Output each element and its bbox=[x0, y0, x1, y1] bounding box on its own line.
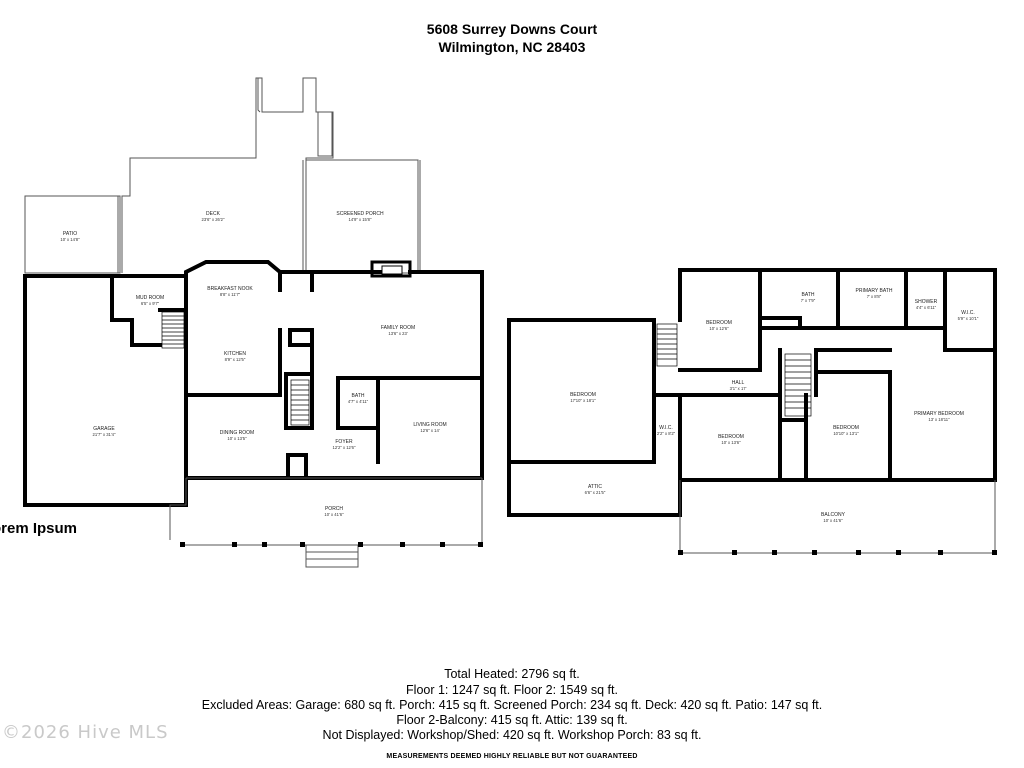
room-name: PRIMARY BEDROOM bbox=[914, 411, 964, 417]
lorem-text: orem Ipsum bbox=[0, 520, 78, 537]
room-name: BATH bbox=[352, 393, 365, 399]
total-heated: Total Heated: 2796 sq ft. bbox=[444, 667, 580, 681]
excluded-areas: Excluded Areas: Garage: 680 sq ft. Porch… bbox=[201, 698, 823, 712]
room-name: BALCONY bbox=[821, 512, 846, 518]
room-name: BEDROOM bbox=[833, 425, 859, 431]
room-dim: 14'9" x 15'8" bbox=[349, 217, 372, 222]
room-dim: 8'8" x 11'7" bbox=[220, 292, 241, 297]
room-name: KITCHEN bbox=[224, 351, 246, 357]
room-dim: 7' x 7'9" bbox=[801, 298, 816, 303]
room-name: BEDROOM bbox=[570, 392, 596, 398]
floor2-walls bbox=[507, 268, 997, 517]
room-dim: 12'2" x 12'6" bbox=[333, 445, 356, 450]
room-dim: 10'10" x 13'1" bbox=[833, 431, 859, 436]
room-name: SCREENED PORCH bbox=[336, 211, 384, 217]
not-displayed: Not Displayed: Workshop/Shed: 420 sq ft.… bbox=[322, 728, 702, 742]
room-dim: 4'7" x 4'11" bbox=[348, 399, 369, 404]
address-line-1: 5608 Surrey Downs Court bbox=[426, 21, 598, 37]
room-name: W.I.C. bbox=[961, 310, 975, 316]
room-name: ATTIC bbox=[588, 484, 602, 490]
room-dim: 23'6" x 26'2" bbox=[202, 217, 225, 222]
room-dim: 10' x 12'6" bbox=[709, 326, 729, 331]
room-dim: 10' x 14'8" bbox=[60, 237, 80, 242]
room-name: FOYER bbox=[335, 439, 353, 445]
floor1-porch bbox=[169, 477, 483, 568]
room-dim: 4'4" x 6'11" bbox=[916, 305, 937, 310]
room-dim: 10' x 41'6" bbox=[324, 512, 344, 517]
room-name: SHOWER bbox=[915, 299, 938, 305]
room-dim: 10' x 13'6" bbox=[721, 440, 741, 445]
room-name: PRIMARY BATH bbox=[856, 288, 893, 294]
watermark: ©2026 Hive MLS bbox=[2, 722, 169, 743]
room-dim: 17'10" x 18'1" bbox=[570, 398, 596, 403]
floor1-stairs bbox=[161, 311, 310, 426]
room-dim: 5'9" x 10'1" bbox=[958, 316, 979, 321]
room-name: DINING ROOM bbox=[220, 430, 254, 436]
room-name: PORCH bbox=[325, 506, 343, 512]
room-name: GARAGE bbox=[93, 426, 115, 432]
floor1-outdoor-outlines bbox=[24, 77, 421, 274]
room-name: MUD ROOM bbox=[136, 295, 164, 301]
room-name: FAMILY ROOM bbox=[381, 325, 415, 331]
address-line-2: Wilmington, NC 28403 bbox=[438, 39, 586, 55]
room-dim: 10' x 41'6" bbox=[823, 518, 843, 523]
room-dim: 6'6" x 21'5" bbox=[585, 490, 606, 495]
disclaimer: MEASUREMENTS DEEMED HIGHLY RELIABLE BUT … bbox=[386, 753, 638, 760]
floor1-walls bbox=[23, 260, 484, 507]
floor1-labels: PATIO 10' x 14'8" DECK 23'6" x 26'2" SCR… bbox=[60, 211, 446, 517]
room-dim: 21'7" x 31'4" bbox=[93, 432, 116, 437]
floor2-labels: BEDROOM 10' x 12'6" BATH 7' x 7'9" PRIMA… bbox=[570, 288, 979, 523]
room-name: W.I.C. bbox=[659, 425, 673, 431]
room-name: BEDROOM bbox=[718, 434, 744, 440]
room-dim: 13'6" x 23' bbox=[388, 331, 407, 336]
room-name: BEDROOM bbox=[706, 320, 732, 326]
room-dim: 10' x 13'5" bbox=[227, 436, 247, 441]
room-name: PATIO bbox=[63, 231, 77, 237]
floor2-stairs bbox=[656, 323, 812, 417]
room-dim: 13' x 18'11" bbox=[928, 417, 950, 422]
room-dim: 2'2" x 8'2" bbox=[657, 431, 676, 436]
room-dim: 7' x 8'8" bbox=[867, 294, 882, 299]
room-dim: 6'5" x 9'7" bbox=[141, 301, 160, 306]
room-name: BATH bbox=[802, 292, 815, 298]
room-name: LIVING ROOM bbox=[413, 422, 446, 428]
room-dim: 3'1" x 17' bbox=[730, 386, 747, 391]
room-dim: 12'6" x 14' bbox=[420, 428, 439, 433]
room-name: BREAKFAST NOOK bbox=[207, 286, 253, 292]
room-name: HALL bbox=[732, 380, 745, 386]
balcony-attic: Floor 2-Balcony: 415 sq ft. Attic: 139 s… bbox=[396, 713, 628, 727]
room-name: DECK bbox=[206, 211, 221, 217]
floor-areas: Floor 1: 1247 sq ft. Floor 2: 1549 sq ft… bbox=[406, 683, 618, 697]
floor2-balcony-posts bbox=[678, 550, 997, 555]
room-dim: 8'9" x 12'5" bbox=[225, 357, 246, 362]
floor1-porch-posts bbox=[180, 542, 483, 547]
